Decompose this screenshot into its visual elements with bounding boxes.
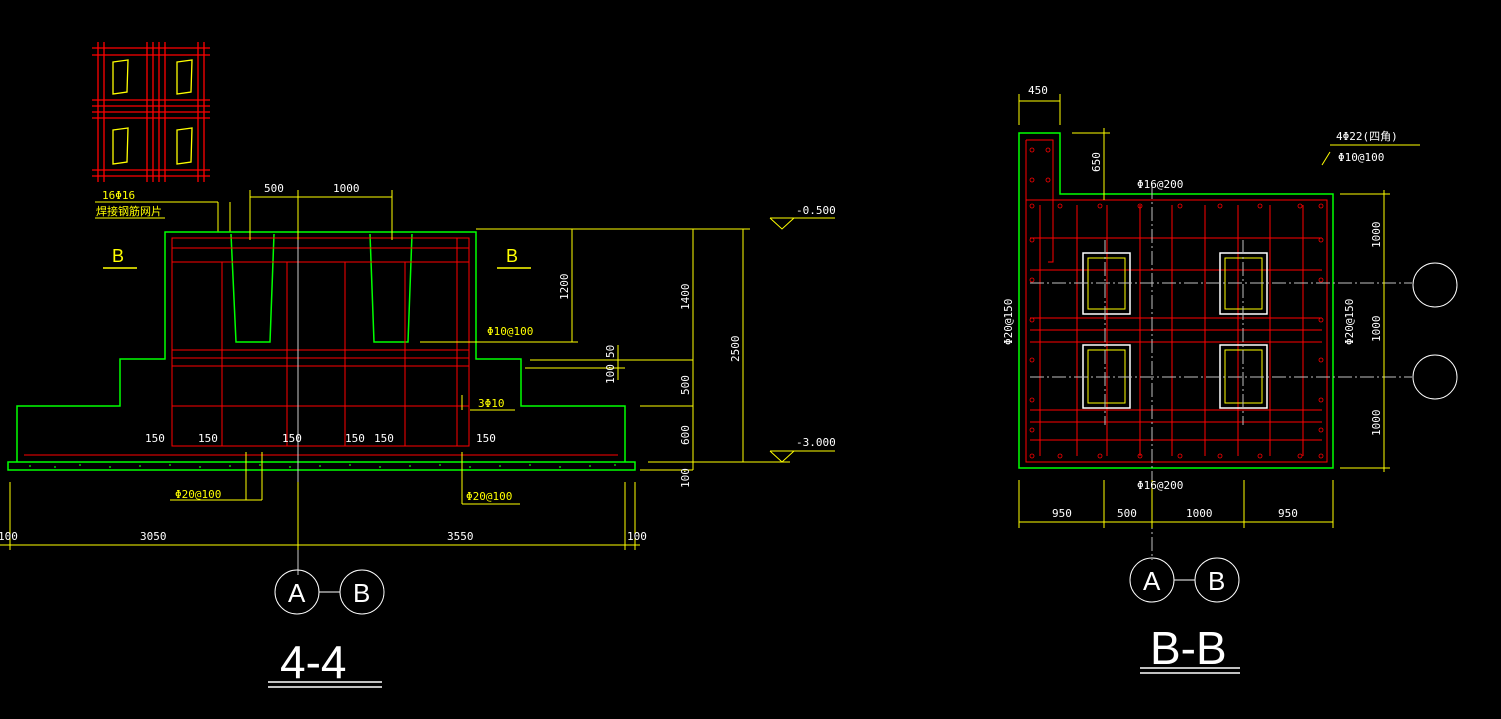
section-mark-left: B <box>103 246 137 269</box>
rebar-note-3d10: 3Φ10 <box>478 397 505 410</box>
section-mark-right: B <box>497 246 531 269</box>
dim-150-5: 150 <box>374 432 394 445</box>
dim-50: 50 <box>604 345 617 358</box>
rebar-note-bottom-left: Φ20@100 <box>175 488 221 501</box>
axis-b-44: B <box>353 578 370 608</box>
bb-right-dim-2: 1000 <box>1370 316 1383 343</box>
dim-1200: 1200 <box>558 274 571 301</box>
bb-stirrup-note: Φ10@100 <box>1338 151 1384 164</box>
svg-text:B: B <box>112 246 124 266</box>
axis-bubbles-bb <box>1129 557 1240 603</box>
dim-150-3: 150 <box>282 432 302 445</box>
mesh-note-text: 焊接钢筋网片 <box>96 204 162 218</box>
svg-text:B: B <box>506 246 518 266</box>
dim-1000: 1000 <box>333 182 360 195</box>
dim-150-1: 150 <box>145 432 165 445</box>
section-title-44: 4-4 <box>280 636 346 688</box>
top-dimensions-44 <box>249 190 393 240</box>
bb-bottom-dim-950a: 950 <box>1052 507 1072 520</box>
bb-side-left: Φ20@150 <box>1002 299 1015 345</box>
bb-rebar-top: Φ16@200 <box>1137 178 1183 191</box>
mesh-detail <box>92 42 210 182</box>
bb-dim-450: 450 <box>1028 84 1048 97</box>
bb-right-dim-1: 1000 <box>1370 222 1383 249</box>
dim-edge-right: 100 <box>627 530 647 543</box>
bottom-leaders-44 <box>170 452 520 505</box>
axis-a-44: A <box>288 578 306 608</box>
bb-side-right: Φ20@150 <box>1343 299 1356 345</box>
bb-grid-bubbles <box>1412 262 1458 400</box>
dim-100-a: 100 <box>604 364 617 384</box>
dim-600: 600 <box>679 425 692 445</box>
bb-centerlines <box>1030 185 1412 560</box>
bb-perimeter-bars <box>1029 147 1324 459</box>
bb-dimensions <box>1018 94 1420 528</box>
bb-bottom-dim-1000: 1000 <box>1186 507 1213 520</box>
bb-right-dim-3: 1000 <box>1370 410 1383 437</box>
bb-rebar <box>1025 139 1328 463</box>
dim-3550: 3550 <box>447 530 474 543</box>
bb-rebar-bottom: Φ16@200 <box>1137 479 1183 492</box>
dim-edge-left: 100 <box>0 530 18 543</box>
section-title-bb: B-B <box>1150 622 1227 674</box>
blinding-hatch <box>29 464 616 468</box>
overall-dimensions-44 <box>0 482 640 550</box>
axis-a-bb: A <box>1143 566 1161 596</box>
elevation-top: -0.500 <box>796 204 836 217</box>
rebar-note-d10-100: Φ10@100 <box>487 325 533 338</box>
rebar-cage-44 <box>24 237 618 456</box>
dim-100-b: 100 <box>679 468 692 488</box>
mesh-note: 16Φ16 焊接钢筋网片 <box>95 189 231 232</box>
dim-150-6: 150 <box>476 432 496 445</box>
bb-corner-note: 4Φ22(四角) <box>1336 130 1398 143</box>
dim-150-2: 150 <box>198 432 218 445</box>
dim-2500: 2500 <box>729 336 742 363</box>
dim-3050: 3050 <box>140 530 167 543</box>
axis-b-bb: B <box>1208 566 1225 596</box>
axis-bubbles-44 <box>274 569 385 615</box>
bb-bottom-dim-500: 500 <box>1117 507 1137 520</box>
dim-500-v: 500 <box>679 375 692 395</box>
dim-500: 500 <box>264 182 284 195</box>
rebar-note-bottom-right: Φ20@100 <box>466 490 512 503</box>
rebar-leaders-44 <box>420 341 578 411</box>
footing-outline <box>7 231 636 471</box>
elevation-bottom: -3.000 <box>796 436 836 449</box>
dim-150-4: 150 <box>345 432 365 445</box>
bb-outline <box>1018 132 1334 469</box>
bb-bottom-dim-950b: 950 <box>1278 507 1298 520</box>
mesh-note-rebar: 16Φ16 <box>102 189 135 202</box>
bb-dim-650: 650 <box>1090 152 1103 172</box>
dim-1400: 1400 <box>679 284 692 311</box>
vertical-dimensions-44 <box>476 217 835 471</box>
